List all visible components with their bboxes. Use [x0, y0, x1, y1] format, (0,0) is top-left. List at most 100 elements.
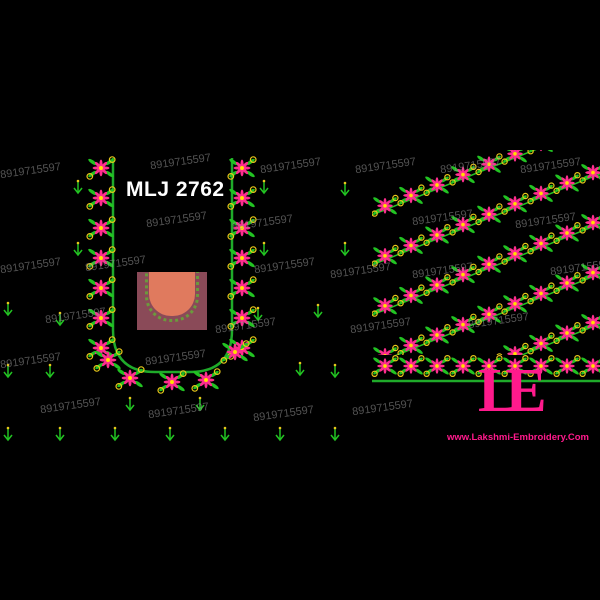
flower-motif — [475, 303, 503, 326]
flower-motif — [501, 192, 529, 215]
sprig-motif — [195, 396, 205, 412]
sprig-motif — [45, 363, 55, 379]
flower-motif — [476, 454, 502, 475]
flower-motif — [527, 282, 555, 305]
design-code: MLJ 2762 — [126, 178, 225, 201]
flower-motif — [227, 276, 257, 300]
flower-motif — [501, 242, 529, 265]
flower-motif — [424, 375, 450, 396]
flower-motif — [398, 485, 424, 506]
flower-motif — [372, 495, 398, 516]
flower-motif — [579, 264, 600, 284]
sprig-motif — [295, 361, 305, 377]
flower-motif — [579, 214, 600, 234]
sprig-motif — [253, 306, 263, 322]
sprig-motif — [313, 303, 323, 319]
flower-motif — [373, 344, 399, 355]
flower-motif — [527, 332, 555, 355]
sprig-motif — [73, 179, 83, 195]
brand-website[interactable]: www.Lakshmi-Embroidery.Com — [447, 432, 589, 443]
flower-motif — [579, 357, 600, 378]
flower-motif — [86, 216, 116, 240]
flower-motif — [191, 368, 221, 392]
sprig-motif — [110, 426, 120, 442]
flower-motif — [501, 355, 529, 378]
flower-motif — [554, 123, 580, 144]
sprig-motif — [3, 363, 13, 379]
flower-motif — [424, 475, 450, 496]
flower-motif — [496, 353, 503, 355]
flower-motif — [527, 182, 555, 205]
sprig-motif — [220, 426, 230, 442]
flower-motif — [553, 222, 581, 245]
sprig-motif — [73, 241, 83, 257]
flower-motif — [372, 294, 399, 317]
flower-motif — [372, 445, 398, 466]
flower-motif — [475, 153, 503, 176]
flower-motif — [157, 370, 187, 394]
brand-logo: LE — [478, 357, 547, 425]
flower-motif — [449, 213, 477, 236]
flower-motif — [553, 322, 581, 345]
flower-motif — [449, 313, 477, 336]
flower-motif — [86, 156, 116, 180]
flower-motif — [527, 355, 555, 378]
flower-motif — [397, 284, 425, 307]
flower-motif — [553, 272, 581, 295]
diagonal-flower-bands — [372, 112, 600, 516]
sprig-motif — [259, 179, 269, 195]
flower-motif — [449, 263, 477, 286]
sprig-motif — [340, 241, 350, 257]
flower-motif — [227, 186, 257, 210]
flower-motif — [580, 112, 600, 133]
sprig-motif — [3, 426, 13, 442]
flower-motif — [450, 464, 476, 485]
flower-motif — [449, 163, 477, 186]
flower-motif — [227, 306, 257, 330]
flower-motif — [553, 172, 581, 195]
flower-motif — [115, 366, 145, 390]
sprig-motif — [330, 426, 340, 442]
flower-motif — [553, 355, 581, 378]
flower-motif — [501, 292, 529, 315]
flower-motif — [371, 355, 399, 378]
flower-motif — [397, 234, 425, 257]
flower-motif — [227, 156, 257, 180]
flower-motif — [397, 355, 425, 378]
sprig-motif — [3, 301, 13, 317]
sprig-motif — [340, 181, 350, 197]
flower-motif — [475, 253, 503, 276]
flower-motif — [423, 174, 451, 197]
flower-motif — [220, 340, 250, 364]
flower-motif — [503, 342, 529, 355]
flower-motif — [86, 246, 116, 270]
flower-motif — [527, 232, 555, 255]
sprig-motif — [330, 363, 340, 379]
flower-motif — [86, 186, 116, 210]
flower-motif — [475, 355, 503, 378]
product-preview-photo — [137, 272, 207, 330]
flower-motif — [502, 443, 528, 464]
flower-motif — [397, 184, 425, 207]
flower-motif — [372, 194, 399, 217]
flower-motif — [397, 334, 425, 355]
flower-motif — [527, 150, 553, 155]
sprig-motif — [165, 426, 175, 442]
flower-motif — [580, 412, 600, 433]
flower-motif — [227, 216, 257, 240]
flower-motif — [86, 276, 116, 300]
sprig-motif — [275, 426, 285, 442]
flower-motif — [423, 224, 451, 247]
sprig-motif — [125, 396, 135, 412]
flower-motif — [423, 355, 451, 378]
flower-motif — [423, 324, 451, 347]
flower-motif — [372, 244, 399, 267]
sprig-motif — [55, 311, 65, 327]
flower-motif — [423, 274, 451, 297]
flower-motif — [227, 246, 257, 270]
flower-motif — [579, 314, 600, 334]
flower-motif — [501, 150, 527, 165]
flower-motif — [579, 164, 600, 184]
